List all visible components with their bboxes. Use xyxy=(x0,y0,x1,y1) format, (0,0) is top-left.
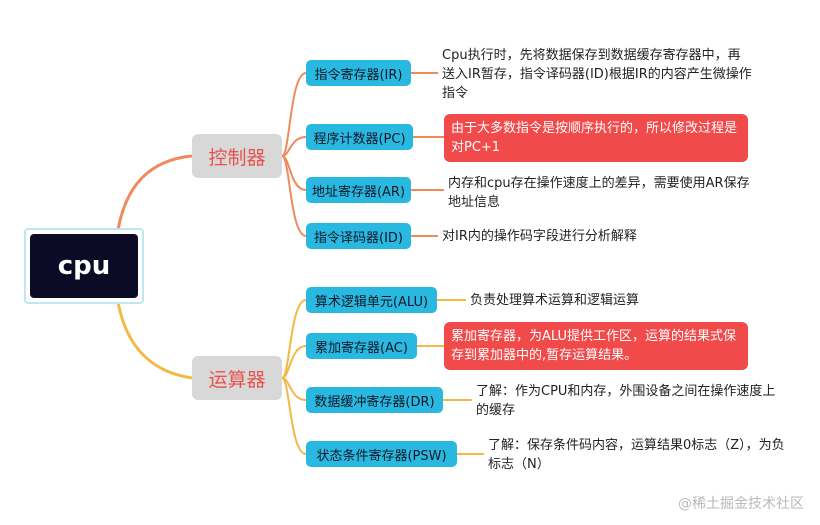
note-dr: 了解：作为CPU和内存，外围设备之间在操作速度上的缓存 xyxy=(476,384,776,418)
node-id[interactable]: 指令译码器(ID) xyxy=(306,223,411,249)
branch-alu[interactable]: 运算器 xyxy=(192,356,282,400)
node-pc[interactable]: 程序计数器(PC) xyxy=(306,124,413,150)
node-dr[interactable]: 数据缓冲寄存器(DR) xyxy=(306,387,443,413)
root-label: cpu xyxy=(30,234,138,298)
node-ar[interactable]: 地址寄存器(AR) xyxy=(306,177,411,203)
note-psw: 了解：保存条件码内容，运算结果0标志（Z），为负标志（N） xyxy=(488,438,785,472)
note-id: 对IR内的操作码字段进行分析解释 xyxy=(442,229,637,244)
link-root-to-controller xyxy=(116,154,193,231)
link-alu-branch-to-psw xyxy=(281,377,307,455)
link-alu-branch-to-alu xyxy=(281,299,307,379)
note-ar: 内存和cpu存在操作速度上的差异，需要使用AR保存地址信息 xyxy=(448,176,750,210)
node-ir[interactable]: 指令寄存器(IR) xyxy=(306,60,411,86)
branch-controller[interactable]: 控制器 xyxy=(192,134,282,178)
note-ac: 累加寄存器，为ALU提供工作区，运算的结果式保存到累加器中的,暂存运算结果。 xyxy=(444,322,748,370)
node-alu[interactable]: 算术逻辑单元(ALU) xyxy=(306,287,437,313)
link-alu-branch-to-ac xyxy=(281,345,307,379)
link-controller-to-pc xyxy=(281,136,307,157)
note-ir: Cpu执行时，先将数据保存到数据缓存寄存器中，再送入IR暂存，指令译码器(ID)… xyxy=(442,48,752,101)
link-controller-to-id xyxy=(281,155,307,237)
watermark: @稀土掘金技术社区 xyxy=(678,496,804,512)
link-controller-to-ir xyxy=(281,72,307,157)
note-alu: 负责处理算术运算和逻辑运算 xyxy=(470,293,640,308)
root-node[interactable]: cpu xyxy=(24,228,144,304)
node-ac[interactable]: 累加寄存器(AC) xyxy=(306,333,417,359)
link-root-to-alu-branch xyxy=(116,301,193,380)
note-pc: 由于大多数指令是按顺序执行的，所以修改过程是对PC+1 xyxy=(444,114,748,162)
node-psw[interactable]: 状态条件寄存器(PSW) xyxy=(306,441,457,467)
